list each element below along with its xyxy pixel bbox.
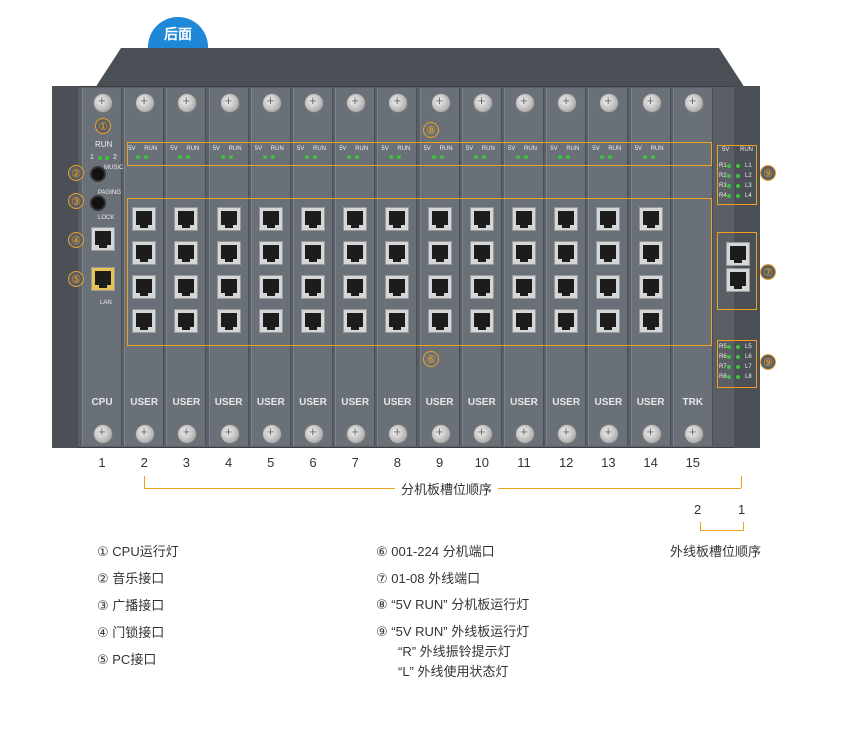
lan-label: LAN [100,300,112,306]
slot-number: 3 [171,455,201,470]
slot-label: USER [588,397,628,408]
callout-9-top: ⑨ [760,165,776,181]
rear-tab: 后面 [148,17,208,49]
trk-led-top-highlight [717,145,757,205]
slot-number: 7 [340,455,370,470]
callout-1: ① [95,118,111,134]
screw-icon [473,93,493,113]
slot-number: 12 [551,455,581,470]
screw-icon [304,424,324,444]
screw-icon [642,93,662,113]
lock-label: LOCK [98,215,114,221]
legend-item: ⑨ “5V RUN” 外线板运行灯 [376,621,529,640]
slot-order-bracket-right [741,476,742,488]
slot-label: USER [546,397,586,408]
trunk-order-2: 2 [694,502,701,517]
slot-number: 6 [298,455,328,470]
trunk-order-bracket-left [700,522,701,530]
slot-label: USER [251,397,291,408]
legend-item: “L” 外线使用状态灯 [398,661,509,680]
screw-icon [431,424,451,444]
slot-label: USER [124,397,164,408]
callout-7: ⑦ [760,264,776,280]
slot-label: USER [631,397,671,408]
slot-label: USER [293,397,333,408]
slot-number: 4 [214,455,244,470]
callout-5: ⑤ [68,271,84,287]
callout-6: ⑥ [423,351,439,367]
screw-icon [220,424,240,444]
trunk-order-caption: 外线板槽位顺序 [670,541,761,560]
slot-label: USER [504,397,544,408]
screw-icon [431,93,451,113]
screw-icon [642,424,662,444]
trunk-order-bracket-right [743,522,744,530]
legend-item: “R” 外线振铃提示灯 [398,641,511,660]
paging-jack [90,195,106,211]
slot-label: USER [420,397,460,408]
screw-icon [93,93,113,113]
legend-item: ⑥ 001-224 分机端口 [376,541,495,560]
slot-label: USER [462,397,502,408]
lock-port [91,227,115,251]
legend-item: ① CPU运行灯 [97,541,179,560]
slot-label: CPU [82,397,122,408]
screw-icon [262,424,282,444]
legend-item: ④ 门锁接口 [97,622,164,641]
screw-icon [515,424,535,444]
screw-icon [684,424,704,444]
screw-icon [684,93,704,113]
user-led-highlight [127,142,712,166]
callout-4: ④ [68,232,84,248]
trk-led-bottom-highlight [717,340,757,388]
trk-port-highlight [717,232,757,310]
callout-9-bottom: ⑨ [760,354,776,370]
legend-item: ③ 广播接口 [97,595,164,614]
screw-icon [515,93,535,113]
screw-icon [473,424,493,444]
screw-icon [262,93,282,113]
legend-item: ⑦ 01-08 外线端口 [376,568,480,587]
screw-icon [304,93,324,113]
cpu-run-led-1 [98,156,102,160]
trunk-order-1: 1 [738,502,745,517]
slot-number: 5 [256,455,286,470]
slot-number: 14 [636,455,666,470]
slot-number: 10 [467,455,497,470]
user-port-highlight [127,198,712,346]
slot-label: USER [209,397,249,408]
chassis-top [95,48,745,88]
slot-number: 2 [129,455,159,470]
slot-label: USER [377,397,417,408]
lan-port [91,267,115,291]
cpu-led2-label: 2 [113,154,117,161]
slot-number: 1 [87,455,117,470]
cpu-led1-label: 1 [90,154,94,161]
screw-icon [220,93,240,113]
music-label: MUSIC [104,165,123,171]
slot-label: TRK [673,397,713,408]
slot-number: 11 [509,455,539,470]
callout-2: ② [68,165,84,181]
slot-number: 9 [425,455,455,470]
legend-item: ② 音乐接口 [97,568,164,587]
screw-icon [93,424,113,444]
legend-item: ⑤ PC接口 [97,649,156,668]
cpu-run-led-2 [105,156,109,160]
callout-3: ③ [68,193,84,209]
slot-order-caption: 分机板槽位顺序 [395,479,498,498]
trunk-order-bracket [700,530,744,531]
callout-8: ⑧ [423,122,439,138]
chassis-left-side [52,86,78,448]
slot-order-bracket-left [144,476,145,488]
slot-number: 13 [593,455,623,470]
legend-item: ⑧ “5V RUN” 分机板运行灯 [376,594,529,613]
slot-number: 8 [382,455,412,470]
cpu-run-label: RUN [95,140,112,149]
slot-label: USER [166,397,206,408]
slot-number: 15 [678,455,708,470]
slot-label: USER [335,397,375,408]
